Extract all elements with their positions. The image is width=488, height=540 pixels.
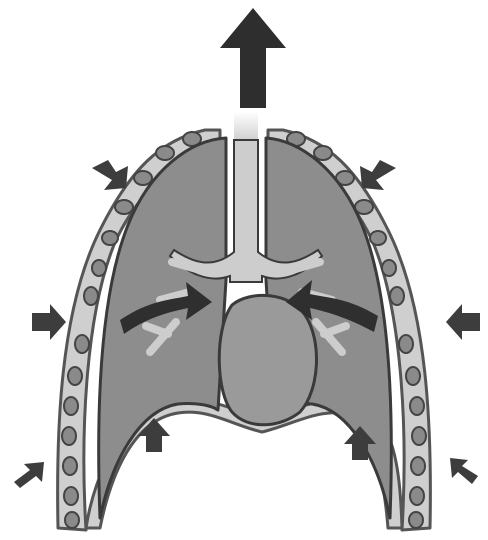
rib: [92, 260, 106, 276]
rib: [75, 335, 89, 353]
rib: [390, 287, 404, 305]
rib: [156, 146, 174, 160]
trachea: [234, 112, 258, 142]
rib: [410, 397, 424, 415]
rib: [406, 367, 420, 385]
rib: [382, 260, 396, 276]
rib: [412, 427, 426, 445]
rib: [115, 200, 133, 214]
rib: [411, 457, 425, 475]
rib: [64, 397, 78, 415]
rib: [84, 287, 98, 305]
rib: [68, 367, 82, 385]
rib: [63, 457, 77, 475]
rib: [64, 487, 78, 505]
rib: [410, 487, 424, 505]
rib: [314, 146, 332, 160]
rib: [399, 335, 413, 353]
rib: [65, 512, 79, 528]
heart: [219, 295, 316, 424]
rib: [62, 427, 76, 445]
rib: [134, 171, 152, 185]
rib: [409, 512, 423, 528]
rib: [370, 231, 386, 245]
rib: [102, 231, 118, 245]
